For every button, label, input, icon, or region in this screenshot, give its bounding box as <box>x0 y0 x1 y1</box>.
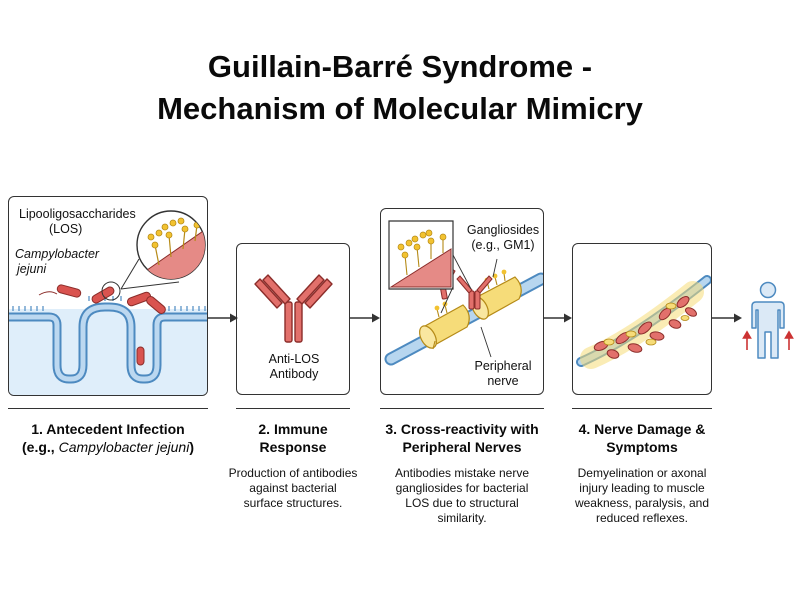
step-4-description-line-3: weakness, paralysis, and <box>574 496 710 510</box>
panel-nerve-damage <box>572 243 712 395</box>
step-3-description-line-3: LOS due to structural <box>405 496 519 510</box>
arrow-icon <box>208 313 238 323</box>
los-label-line-1: Lipooligosaccharides <box>19 207 136 221</box>
step-2-description-line-1: Production of antibodies <box>228 466 358 480</box>
step-4-description-line-4: reduced reflexes. <box>595 511 689 525</box>
step-1-title-line-1: 1. Antecedent Infection <box>31 421 185 437</box>
step-2-description-line-2: against bacterial <box>249 481 337 495</box>
step-4-description-line-2: injury leading to muscle <box>579 481 705 495</box>
step-3-title-line-2: Peripheral Nerves <box>402 439 522 455</box>
step-4-title-line-2: Symptoms <box>606 439 678 455</box>
antibody-icon <box>254 274 333 343</box>
step-4-title-line-1: 4. Nerve Damage & <box>578 421 706 437</box>
step-2-title-line-1: 2. Immune <box>258 421 328 437</box>
ganglioside-label-line-2: (e.g., GM1) <box>471 238 535 252</box>
antibody-label-line-2: Antibody <box>269 367 319 381</box>
page-title-line-1: Guillain-Barré Syndrome - <box>207 49 593 84</box>
step-3-description-line-4: similarity. <box>437 511 487 525</box>
divider-step-3 <box>380 408 544 409</box>
intestinal-infection-illustration <box>9 210 207 395</box>
arrow-icon <box>544 313 572 323</box>
los-label-line-2: (LOS) <box>49 222 83 236</box>
step-3-title-line-1: 3. Cross-reactivity with <box>385 421 539 437</box>
antibody-label-line-1: Anti-LOS <box>268 352 320 366</box>
step-2-description-line-3: surface structures. <box>243 496 343 510</box>
patient-figure-icon <box>742 281 794 359</box>
bacterium-label-line-2: jejuni <box>17 262 47 276</box>
nerve-label-line-2: nerve <box>487 374 519 388</box>
step-3-description-line-2: gangliosides for bacterial <box>395 481 529 495</box>
ganglioside-label-line-1: Gangliosides <box>466 223 540 237</box>
bacterium-label-line-1: Campylobacter <box>15 247 100 261</box>
arrow-icon <box>350 313 380 323</box>
step-3-description-line-1: Antibodies mistake nerve <box>394 466 530 480</box>
step-1-title-line-2: (e.g., Campylobacter jejuni) <box>22 439 194 455</box>
panel-antecedent-infection: Lipooligosaccharides (LOS) Campylobacter… <box>8 196 208 396</box>
page-title-line-2: Mechanism of Molecular Mimicry <box>157 91 643 126</box>
nerve-label-line-1: Peripheral <box>474 359 532 373</box>
step-4-description-line-1: Demyelination or axonal <box>577 466 707 480</box>
divider-step-4 <box>572 408 712 409</box>
nerve-cross-reactivity-illustration <box>384 220 543 366</box>
panel-cross-reactivity: Gangliosides (e.g., GM1) Peripheral nerv… <box>380 208 544 395</box>
step-2-title-line-2: Response <box>259 439 327 455</box>
panel-immune-response: Anti-LOS Antibody <box>236 243 350 395</box>
divider-step-1 <box>8 408 208 409</box>
arrow-icon <box>712 313 742 323</box>
damaged-nerve-illustration <box>576 275 711 369</box>
divider-step-2 <box>236 408 350 409</box>
